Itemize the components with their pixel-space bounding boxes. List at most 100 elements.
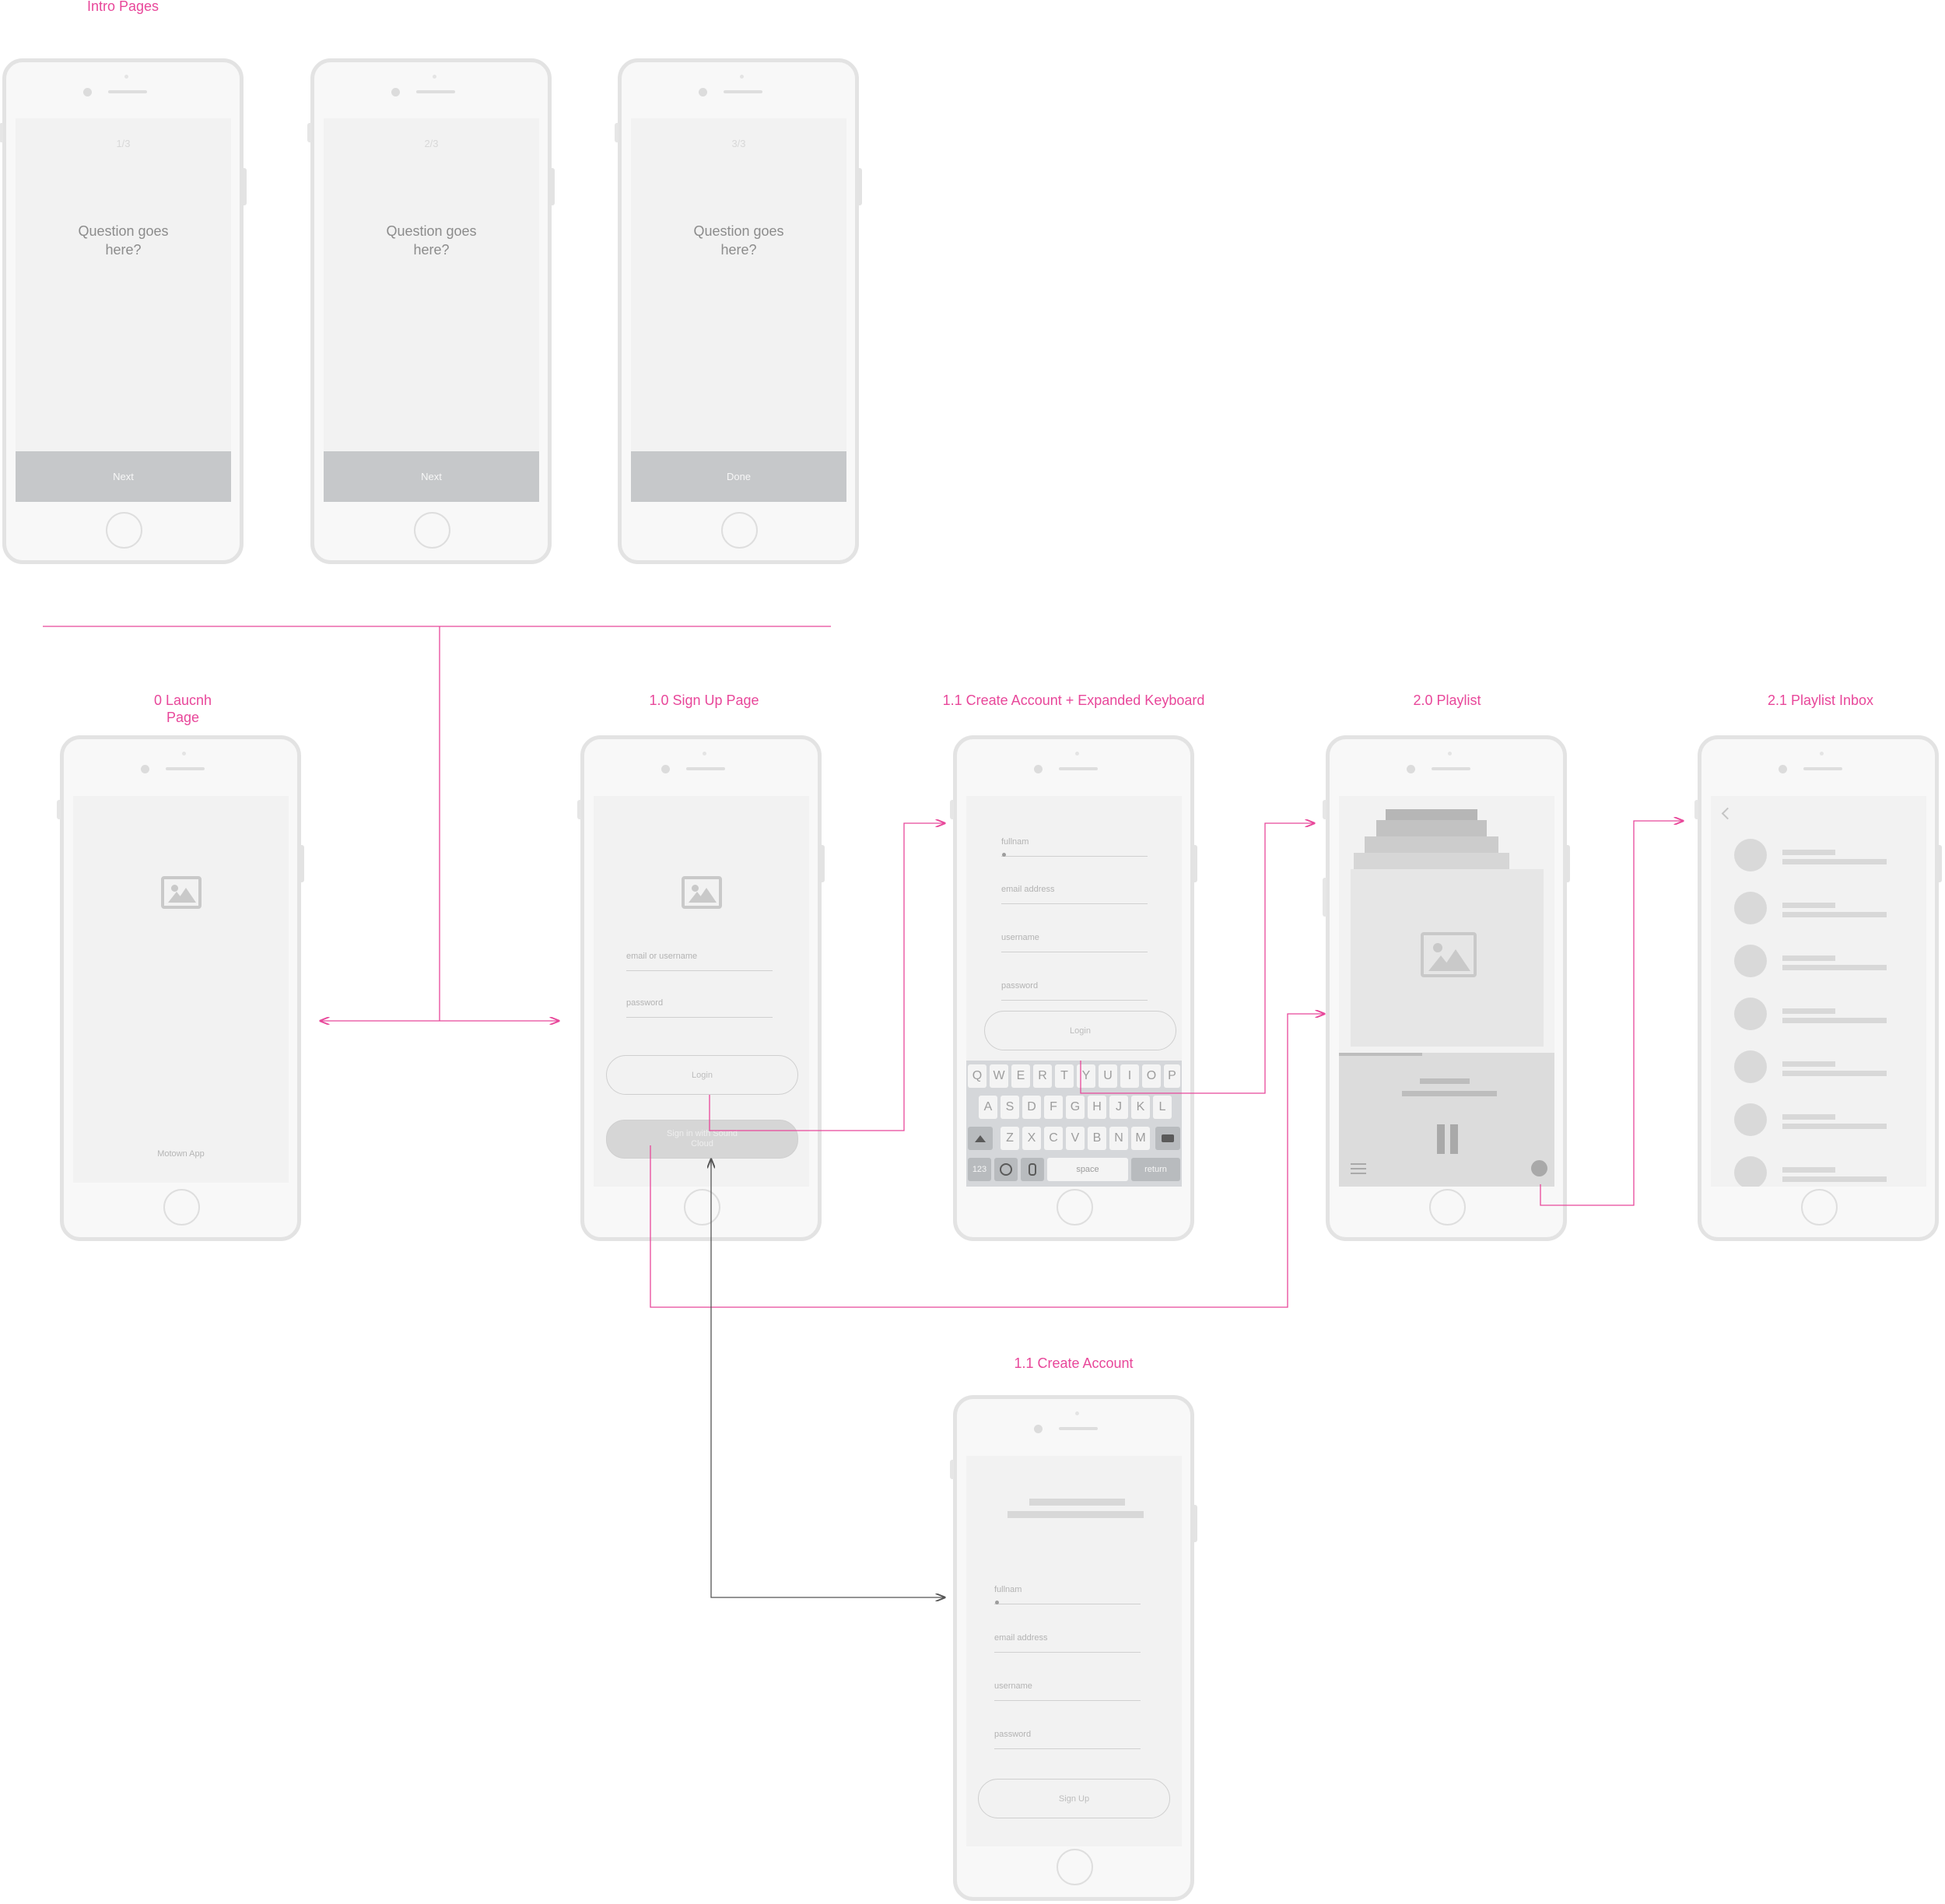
password-field[interactable]: password xyxy=(626,998,773,1018)
list-item[interactable] xyxy=(1734,892,1921,926)
key-U[interactable]: U xyxy=(1099,1064,1117,1088)
inbox-button[interactable] xyxy=(1531,1160,1547,1176)
page-counter: 2/3 xyxy=(424,138,439,149)
home-button[interactable] xyxy=(684,1189,720,1226)
progress-bar[interactable] xyxy=(1339,1053,1422,1056)
sign-up-button[interactable]: Sign Up xyxy=(978,1779,1170,1818)
key-Y[interactable]: Y xyxy=(1077,1064,1095,1088)
key-W[interactable]: W xyxy=(990,1064,1008,1088)
pause-icon[interactable] xyxy=(1437,1124,1459,1154)
home-button[interactable] xyxy=(106,512,142,549)
key-O[interactable]: O xyxy=(1142,1064,1161,1088)
soundcloud-signin-button[interactable]: Sign in with Sound Cloud xyxy=(606,1120,798,1159)
menu-icon[interactable] xyxy=(1351,1163,1366,1174)
home-button[interactable] xyxy=(414,512,450,549)
signup-phone: email or username password Login Sign in… xyxy=(577,735,825,1241)
playlist-label: 2.0 Playlist xyxy=(1413,693,1481,708)
key-F[interactable]: F xyxy=(1044,1096,1063,1119)
question-text: Question goes here? xyxy=(386,223,477,258)
key-C[interactable]: C xyxy=(1044,1127,1063,1150)
signup-screen: email or username password Login Sign in… xyxy=(594,796,809,1187)
page-counter: 3/3 xyxy=(731,138,746,149)
key-V[interactable]: V xyxy=(1066,1127,1085,1150)
list-item[interactable] xyxy=(1734,1156,1921,1187)
list-item[interactable] xyxy=(1734,1103,1921,1138)
track-artist xyxy=(1402,1091,1497,1096)
key-R[interactable]: R xyxy=(1033,1064,1052,1088)
home-button[interactable] xyxy=(721,512,758,549)
list-item[interactable] xyxy=(1734,839,1921,873)
emoji-key[interactable] xyxy=(994,1158,1018,1181)
key-H[interactable]: H xyxy=(1088,1096,1106,1119)
next-button[interactable]: Next xyxy=(16,451,231,502)
home-button[interactable] xyxy=(1429,1189,1466,1226)
login-button[interactable]: Login xyxy=(984,1011,1176,1050)
item-title xyxy=(1782,850,1835,855)
home-button[interactable] xyxy=(1057,1189,1093,1226)
list-item[interactable] xyxy=(1734,945,1921,979)
done-button[interactable]: Done xyxy=(631,451,846,502)
key-E[interactable]: E xyxy=(1011,1064,1030,1088)
key-T[interactable]: T xyxy=(1055,1064,1074,1088)
fullname-field[interactable]: fullnam xyxy=(994,1585,1141,1604)
stacked-album-4 xyxy=(1354,853,1509,869)
create-account-phone: fullnam email address username password … xyxy=(950,1395,1197,1901)
email-field[interactable]: email address xyxy=(994,1633,1141,1653)
space-key[interactable]: space xyxy=(1047,1158,1128,1181)
create-account-keyboard-label: 1.1 Create Account + Expanded Keyboard xyxy=(942,693,1205,708)
home-button[interactable] xyxy=(1057,1849,1093,1885)
keyboard: Q W E R T Y U I O P A S D F G H J K L Z … xyxy=(966,1061,1182,1187)
key-Q[interactable]: Q xyxy=(968,1064,987,1088)
home-button[interactable] xyxy=(163,1189,200,1226)
intro-phone-1: 1/3 Question goes here? Next xyxy=(0,58,247,564)
username-field[interactable]: username xyxy=(994,1681,1141,1701)
list-item[interactable] xyxy=(1734,998,1921,1032)
key-M[interactable]: M xyxy=(1131,1127,1150,1150)
mic-key[interactable] xyxy=(1021,1158,1044,1181)
create-account-keyboard-phone: fullnam email address username password … xyxy=(950,735,1197,1241)
email-field[interactable]: email address xyxy=(1001,885,1148,904)
playlist-inbox-screen xyxy=(1711,796,1926,1187)
email-field[interactable]: email or username xyxy=(626,952,773,971)
key-G[interactable]: G xyxy=(1066,1096,1085,1119)
item-subtitle xyxy=(1782,1176,1887,1182)
delete-key[interactable] xyxy=(1155,1127,1180,1150)
key-D[interactable]: D xyxy=(1022,1096,1041,1119)
image-placeholder-icon xyxy=(161,876,202,909)
intro-phone-2: 2/3 Question goes here? Next xyxy=(307,58,555,564)
key-S[interactable]: S xyxy=(1001,1096,1019,1119)
text-cursor xyxy=(1002,853,1006,857)
key-K[interactable]: K xyxy=(1131,1096,1150,1119)
key-L[interactable]: L xyxy=(1153,1096,1172,1119)
header-subtitle xyxy=(1008,1511,1144,1518)
image-placeholder-icon xyxy=(682,876,722,909)
password-field[interactable]: password xyxy=(994,1730,1141,1749)
key-B[interactable]: B xyxy=(1088,1127,1106,1150)
item-subtitle xyxy=(1782,1071,1887,1076)
playlist-inbox-label: 2.1 Playlist Inbox xyxy=(1767,693,1874,708)
avatar xyxy=(1734,1103,1767,1136)
next-button[interactable]: Next xyxy=(324,451,539,502)
image-placeholder-icon xyxy=(1421,932,1477,977)
shift-key[interactable] xyxy=(968,1127,993,1150)
list-item[interactable] xyxy=(1734,1050,1921,1085)
signup-page-label: 1.0 Sign Up Page xyxy=(649,693,759,708)
chevron-left-icon[interactable] xyxy=(1721,807,1734,820)
key-I[interactable]: I xyxy=(1120,1064,1139,1088)
key-N[interactable]: N xyxy=(1109,1127,1128,1150)
key-P[interactable]: P xyxy=(1164,1064,1180,1088)
home-button[interactable] xyxy=(1801,1189,1838,1226)
numbers-key[interactable]: 123 xyxy=(968,1158,991,1181)
username-field[interactable]: username xyxy=(1001,933,1148,952)
key-X[interactable]: X xyxy=(1022,1127,1041,1150)
return-key[interactable]: return xyxy=(1131,1158,1180,1181)
login-button[interactable]: Login xyxy=(606,1055,798,1095)
playlist-phone xyxy=(1323,735,1570,1241)
key-Z[interactable]: Z xyxy=(1001,1127,1019,1150)
fullname-field[interactable]: fullnam xyxy=(1001,837,1148,857)
key-J[interactable]: J xyxy=(1109,1096,1128,1119)
question-text: Question goes here? xyxy=(78,223,169,258)
key-A[interactable]: A xyxy=(979,1096,997,1119)
item-title xyxy=(1782,1167,1835,1173)
password-field[interactable]: password xyxy=(1001,981,1148,1001)
